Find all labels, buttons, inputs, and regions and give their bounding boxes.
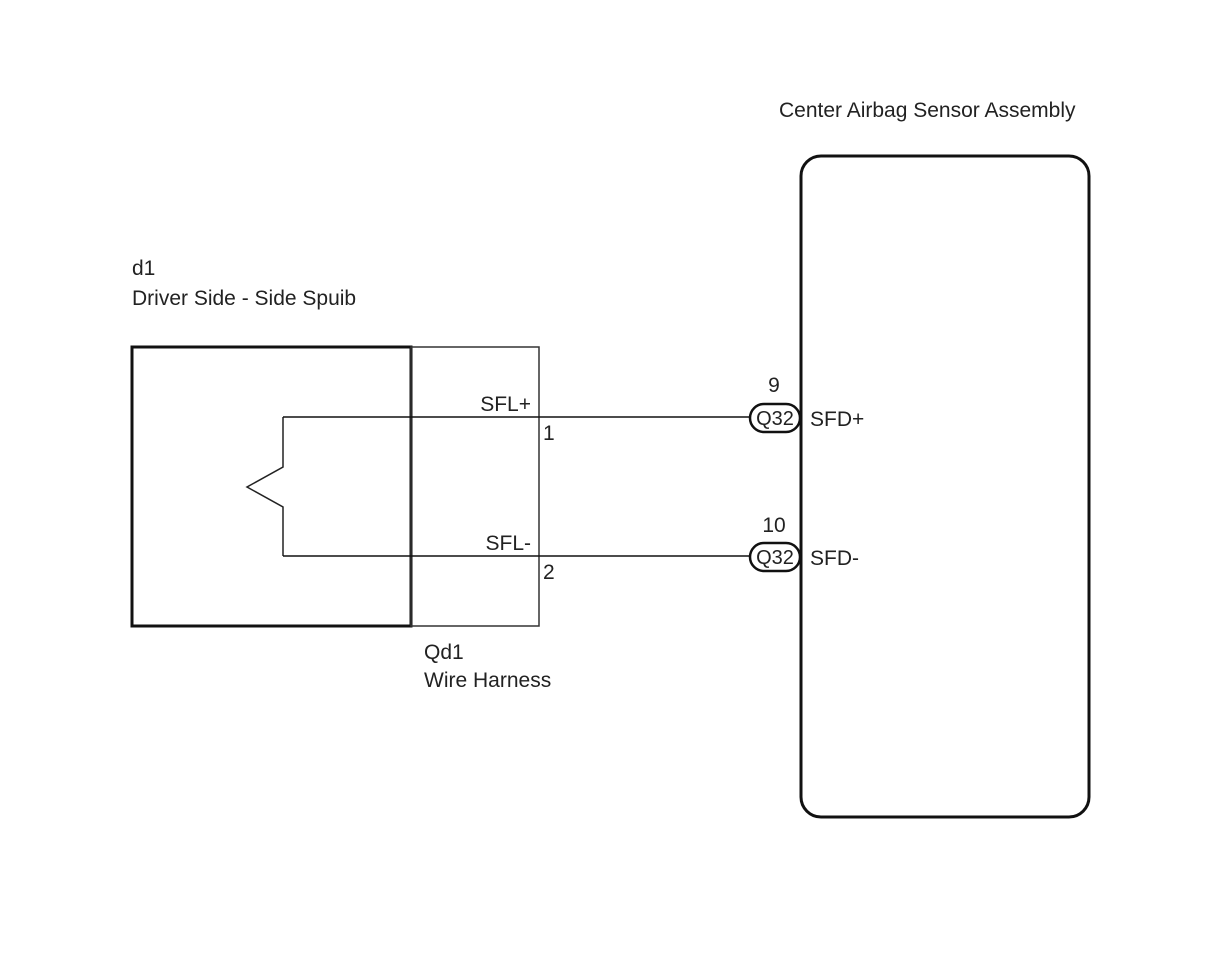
sensor-pin-9-number: 9 xyxy=(768,374,780,397)
connector-q32-label-9: Q32 xyxy=(756,408,794,430)
harness-name-label: Wire Harness xyxy=(424,669,551,692)
harness-connector-box xyxy=(410,346,540,627)
connector-q32-pin-10 xyxy=(748,541,802,573)
harness-signal-1: SFL+ xyxy=(480,393,531,416)
harness-pin-2: 2 xyxy=(543,561,555,584)
connector-q32-label-10: Q32 xyxy=(756,547,794,569)
squib-name-label: Driver Side - Side Spuib xyxy=(132,287,356,310)
sensor-assembly-box xyxy=(799,154,1091,819)
sensor-signal-sfd-plus: SFD+ xyxy=(810,408,864,431)
harness-id-label: Qd1 xyxy=(424,641,464,664)
harness-pin-1: 1 xyxy=(543,422,555,445)
sensor-title: Center Airbag Sensor Assembly xyxy=(779,99,1076,122)
sensor-signal-sfd-minus: SFD- xyxy=(810,547,859,570)
harness-signal-2: SFL- xyxy=(485,532,531,555)
squib-id-label: d1 xyxy=(132,257,155,280)
squib-box xyxy=(130,345,413,628)
sensor-pin-10-number: 10 xyxy=(762,514,785,537)
squib-element-symbol xyxy=(245,417,284,556)
connector-q32-pin-9 xyxy=(748,402,802,434)
